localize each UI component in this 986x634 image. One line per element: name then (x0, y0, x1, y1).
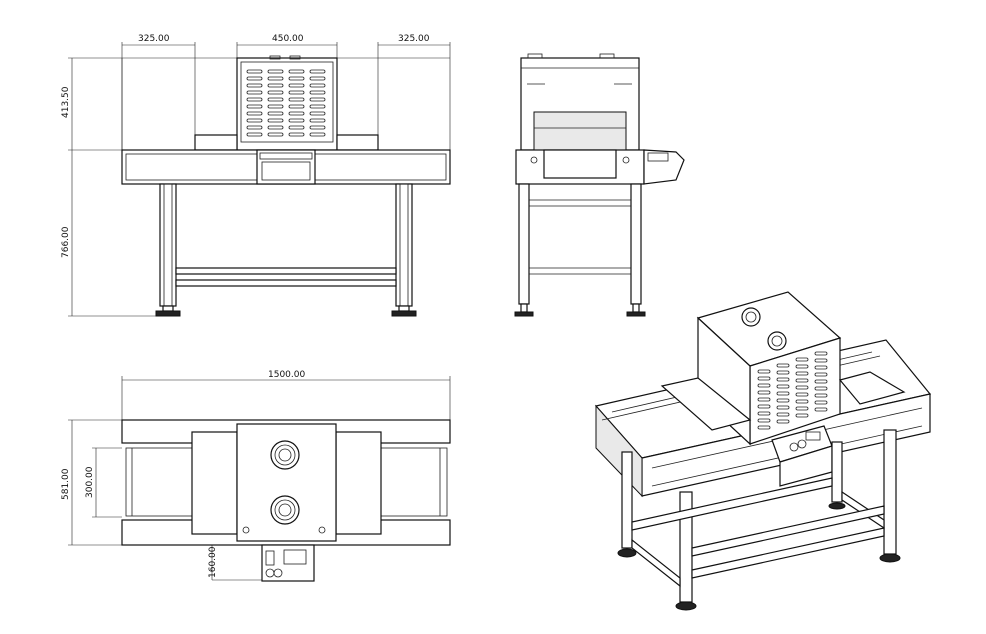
dim-center-width: 450.00 (272, 34, 304, 44)
vent-slot (814, 379, 828, 384)
vent-slot (776, 405, 790, 410)
vent-slot (795, 392, 809, 397)
vent-slot (267, 76, 284, 81)
vent-slot (795, 364, 809, 369)
vent-slot (814, 351, 828, 356)
vent-slot (246, 76, 263, 81)
vent-slot (814, 358, 828, 363)
vent-slot (288, 132, 305, 137)
vent-slot (309, 83, 326, 88)
vent-slot (288, 90, 305, 95)
vent-slot (814, 407, 828, 412)
vent-slot (776, 370, 790, 375)
top-view: 1500.00 581.00 300.00 160.00 (61, 370, 451, 582)
vent-slot (814, 386, 828, 391)
vent-slot (246, 90, 263, 95)
dim-total-length: 1500.00 (268, 370, 305, 380)
isometric-view (594, 291, 932, 611)
vent-slot (795, 371, 809, 376)
vent-slot (776, 391, 790, 396)
vent-slot (288, 104, 305, 109)
vent-slot (795, 378, 809, 383)
vent-slot (757, 383, 771, 388)
vent-slot (267, 111, 284, 116)
vent-slot (757, 390, 771, 395)
vent-slot (795, 413, 809, 418)
dim-panel-depth: 160.00 (208, 546, 218, 578)
vent-slot (776, 363, 790, 368)
dim-right-width: 325.00 (398, 34, 430, 44)
vent-slot (814, 372, 828, 377)
vent-slot (757, 376, 771, 381)
dim-stand-height: 766.00 (61, 226, 71, 258)
vent-slot (795, 406, 809, 411)
dim-hood-height: 413.50 (61, 86, 71, 118)
vent-slot (288, 76, 305, 81)
vent-slot (757, 418, 771, 423)
vent-slot (267, 83, 284, 88)
vent-slot (267, 104, 284, 109)
vent-slot (309, 111, 326, 116)
vent-slot (757, 404, 771, 409)
vent-slot (246, 125, 263, 130)
vent-slot (246, 69, 263, 74)
vent-slot (757, 425, 771, 430)
vent-slot (288, 125, 305, 130)
vent-slot (309, 76, 326, 81)
vent-slot (309, 90, 326, 95)
vent-slot (246, 132, 263, 137)
vent-slot (757, 369, 771, 374)
vent-slot (267, 125, 284, 130)
vent-slot (246, 83, 263, 88)
vent-slot (776, 419, 790, 424)
front-view: 325.00 450.00 325.00 413.50 766.00 (61, 34, 451, 317)
vent-slot (246, 104, 263, 109)
vent-slot (795, 357, 809, 362)
vent-slot (288, 111, 305, 116)
vent-slot (814, 393, 828, 398)
vent-slot (814, 365, 828, 370)
vent-slot (267, 90, 284, 95)
vent-slot (267, 69, 284, 74)
vent-slot (267, 132, 284, 137)
vent-slot (776, 412, 790, 417)
vent-slot (288, 83, 305, 88)
vent-slot (309, 118, 326, 123)
vent-slot (288, 69, 305, 74)
vent-slot (757, 397, 771, 402)
vent-slot (267, 97, 284, 102)
vent-slot (795, 399, 809, 404)
vent-slot (267, 118, 284, 123)
vent-slot (795, 385, 809, 390)
dim-belt-width: 300.00 (85, 466, 95, 498)
vent-slot (309, 69, 326, 74)
vent-slot (246, 111, 263, 116)
vent-slot (246, 97, 263, 102)
vent-slot (309, 132, 326, 137)
vent-slot (776, 398, 790, 403)
vent-slot (309, 125, 326, 130)
vent-slot (757, 411, 771, 416)
vent-slot (288, 118, 305, 123)
vent-slot (776, 377, 790, 382)
dim-left-width: 325.00 (138, 34, 170, 44)
vent-slot (288, 97, 305, 102)
vent-slot (246, 118, 263, 123)
side-view (514, 53, 685, 317)
vent-slot (309, 104, 326, 109)
vent-slot (309, 97, 326, 102)
dim-total-width: 581.00 (61, 468, 71, 500)
vent-slot (776, 384, 790, 389)
vent-slot (814, 400, 828, 405)
